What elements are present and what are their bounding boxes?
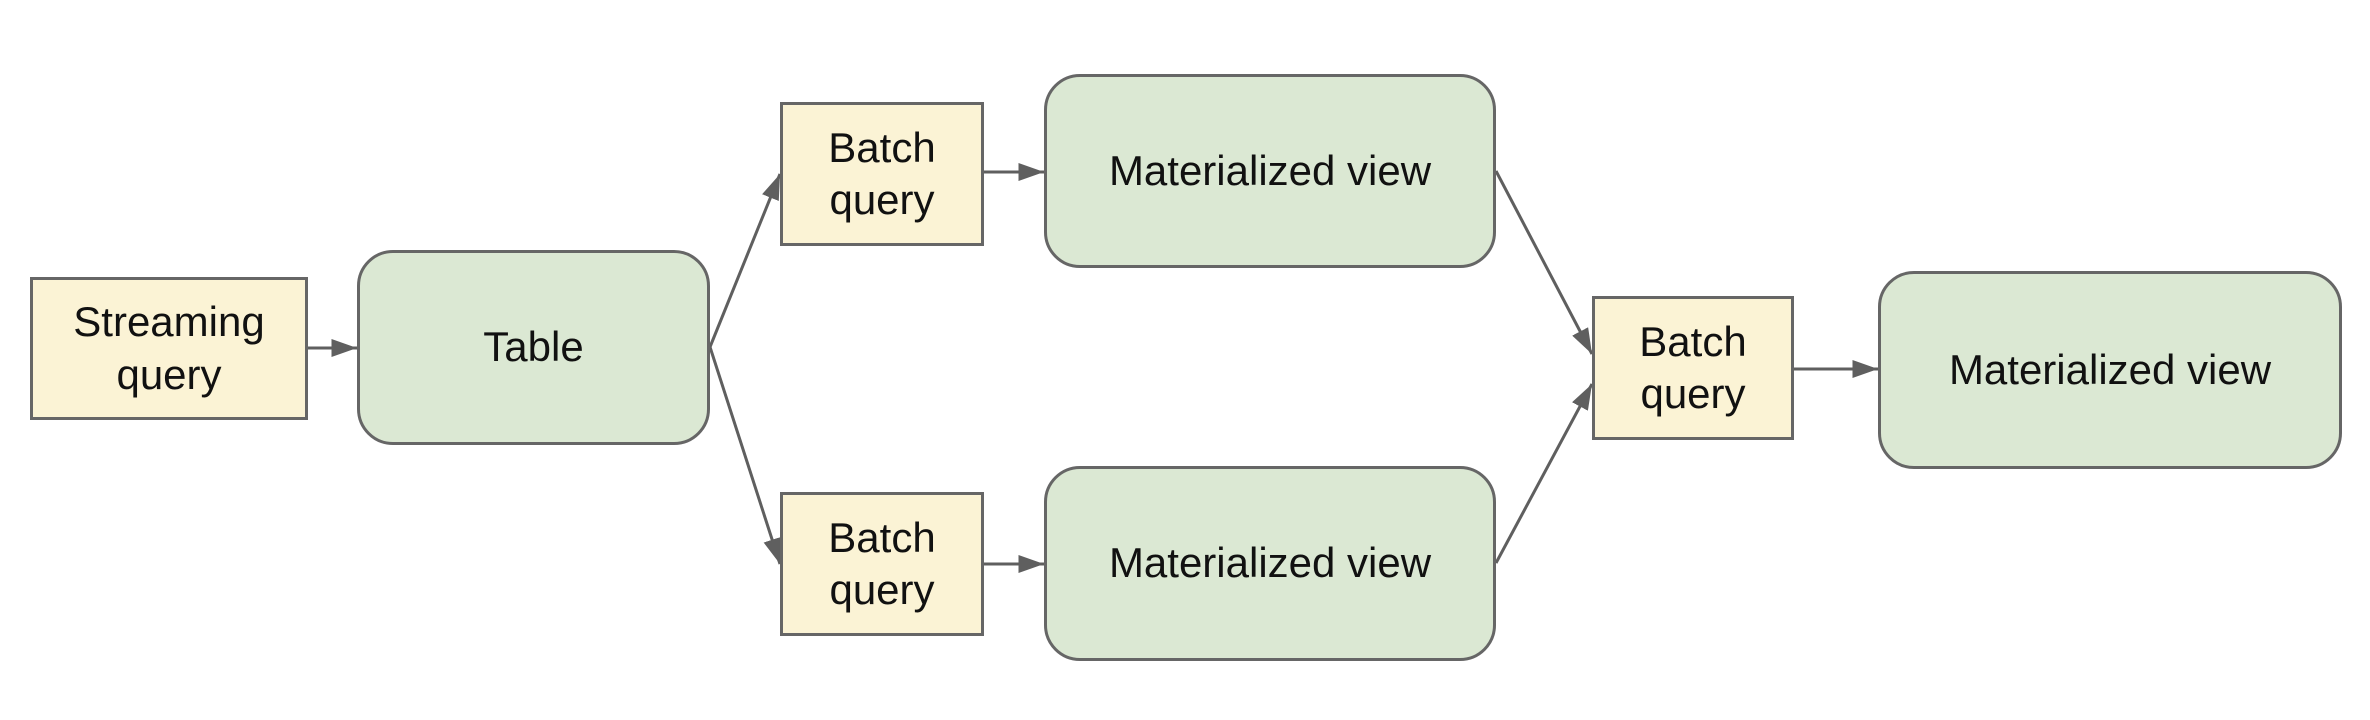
node-label: Table — [483, 323, 584, 371]
node-label: Batch query — [828, 123, 936, 224]
node-label: Batch query — [828, 513, 936, 614]
node-label: Materialized view — [1948, 345, 2272, 393]
node-materialized-view-right: Materialized view — [1878, 271, 2342, 469]
node-materialized-view-bottom: Materialized view — [1044, 466, 1496, 661]
node-batch-query-top: Batch query — [780, 102, 984, 246]
node-batch-query-right: Batch query — [1592, 296, 1794, 440]
node-batch-query-bottom: Batch query — [780, 492, 984, 636]
node-label: Materialized view — [1108, 146, 1432, 194]
arrow-materialized-view-top-to-batch-query-right — [1494, 170, 1594, 355]
node-materialized-view-top: Materialized view — [1044, 74, 1496, 268]
arrow-materialized-view-bottom-to-batch-query-right — [1494, 383, 1594, 564]
node-table: Table — [357, 250, 710, 445]
node-label: Materialized view — [1108, 539, 1432, 587]
arrow-table-to-batch-query-bottom — [708, 346, 782, 565]
arrow-table-to-batch-query-top — [708, 173, 782, 348]
node-label: Batch query — [1639, 317, 1747, 418]
node-streaming-query: Streaming query — [30, 277, 308, 420]
node-label: Streaming query — [73, 298, 265, 398]
